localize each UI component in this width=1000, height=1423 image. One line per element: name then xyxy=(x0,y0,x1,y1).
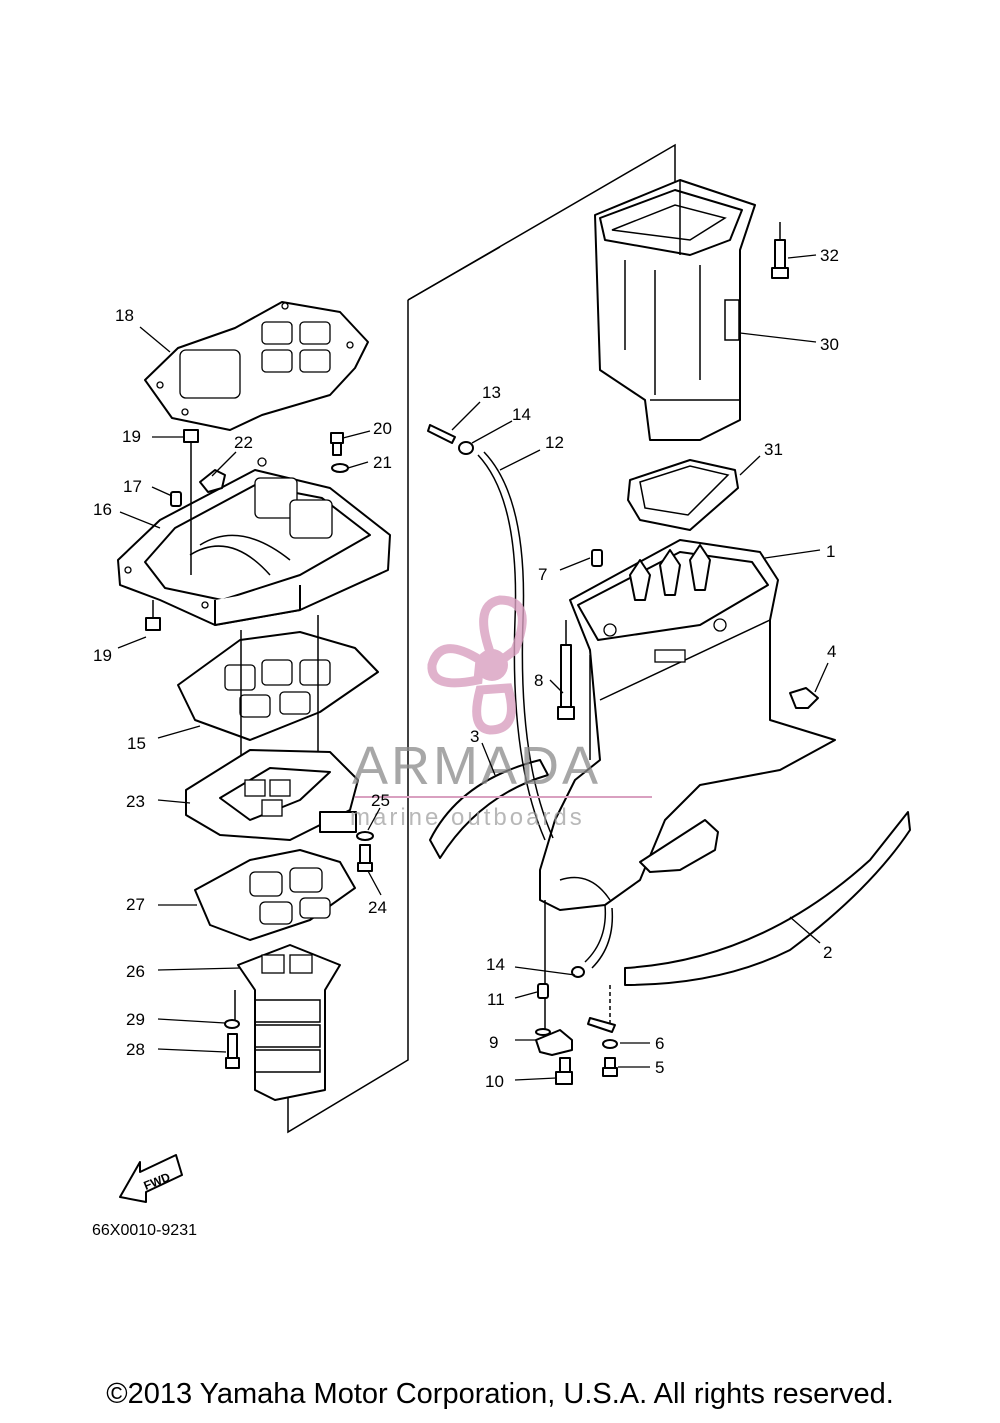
bracket-9 xyxy=(535,900,573,1085)
callout-24: 24 xyxy=(368,898,387,917)
callout-30: 30 xyxy=(820,335,839,354)
callout-8: 8 xyxy=(534,671,543,690)
propeller-logo-icon xyxy=(427,595,527,735)
callout-18: 18 xyxy=(115,306,134,325)
pin-7 xyxy=(591,549,603,567)
oil-pan-30 xyxy=(594,179,756,441)
callout-29: 29 xyxy=(126,1010,145,1029)
callout-3: 3 xyxy=(470,727,479,746)
callouts: 1 2 3 4 5 6 7 8 9 10 11 12 13 14 14 15 1… xyxy=(93,246,839,1091)
nipple-13 xyxy=(427,424,456,444)
callout-26: 26 xyxy=(126,962,145,981)
armada-watermark: ARMADA marine outboards xyxy=(350,595,652,831)
callout-10: 10 xyxy=(485,1072,504,1091)
upper-casing-1 xyxy=(539,539,836,911)
callout-27: 27 xyxy=(126,895,145,914)
callout-12: 12 xyxy=(545,433,564,452)
fasteners-mid xyxy=(356,831,374,872)
callout-23: 23 xyxy=(126,792,145,811)
rubber-seal-2 xyxy=(624,811,911,986)
callout-17: 17 xyxy=(123,477,142,496)
callout-4: 4 xyxy=(827,642,836,661)
callout-19-lower: 19 xyxy=(93,646,112,665)
fwd-arrow-icon: FWD xyxy=(119,1154,183,1203)
callout-9: 9 xyxy=(489,1033,498,1052)
callout-21: 21 xyxy=(373,453,392,472)
callout-13: 13 xyxy=(482,383,501,402)
exhaust-guide-16 xyxy=(117,457,391,626)
rubber-seal-3 xyxy=(429,759,549,859)
callout-1: 1 xyxy=(826,542,835,561)
callout-5: 5 xyxy=(655,1058,664,1077)
callout-20: 20 xyxy=(373,419,392,438)
fasteners-lower xyxy=(587,985,618,1077)
watermark-brand: ARMADA xyxy=(352,736,601,796)
exhaust-pipe-26 xyxy=(224,944,341,1101)
callout-7: 7 xyxy=(538,565,547,584)
callout-32: 32 xyxy=(820,246,839,265)
fasteners-upper xyxy=(145,429,349,631)
bolt-8 xyxy=(557,620,575,720)
bolt-32 xyxy=(771,222,789,279)
callout-11: 11 xyxy=(487,990,505,1009)
callout-16: 16 xyxy=(93,500,112,519)
callout-31: 31 xyxy=(764,440,783,459)
callout-19-upper: 19 xyxy=(122,427,141,446)
callout-2: 2 xyxy=(823,943,832,962)
callout-15: 15 xyxy=(127,734,146,753)
watermark-tagline: marine outboards xyxy=(350,804,585,831)
callout-14-lower: 14 xyxy=(486,955,505,974)
callout-14-upper: 14 xyxy=(512,405,531,424)
gasket-27 xyxy=(194,849,356,941)
seal-31 xyxy=(627,459,739,531)
callout-28: 28 xyxy=(126,1040,145,1059)
callout-22: 22 xyxy=(234,433,253,452)
clip-14 xyxy=(458,441,585,978)
diagram-code: 66X0010-9231 xyxy=(92,1222,197,1239)
gasket-18 xyxy=(144,301,369,431)
callout-25: 25 xyxy=(371,791,390,810)
grommet-4 xyxy=(789,687,819,709)
copyright-notice: ©2013 Yamaha Motor Corporation, U.S.A. A… xyxy=(106,1378,894,1410)
exhaust-manifold-23 xyxy=(185,749,359,841)
callout-6: 6 xyxy=(655,1034,664,1053)
